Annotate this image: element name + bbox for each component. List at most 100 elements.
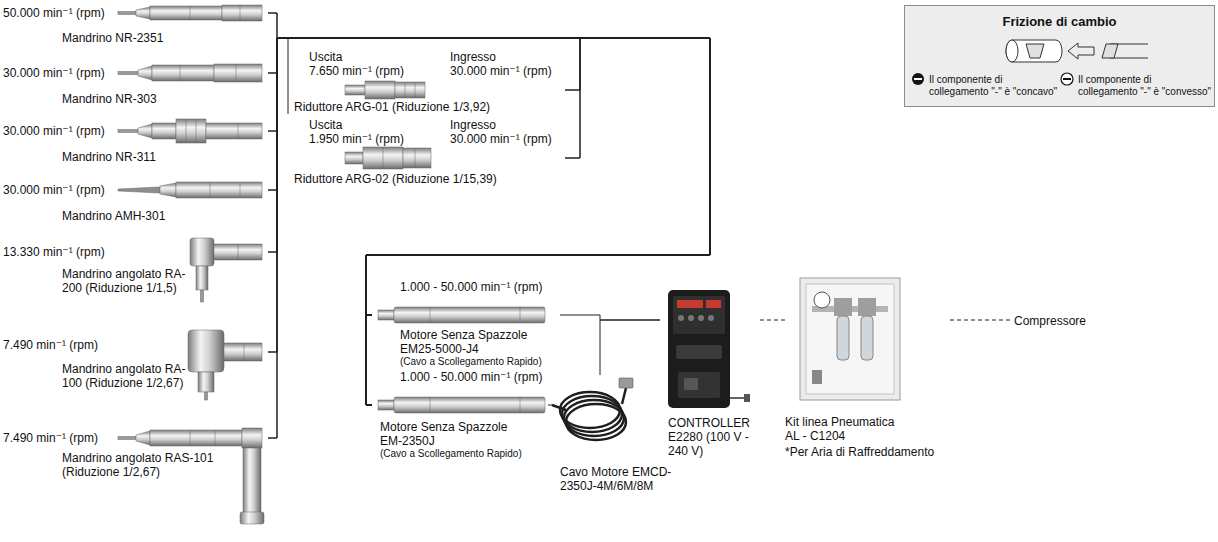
node-label: Riduttore ARG-02 (Riduzione 1/15,39) [294,172,497,186]
cable-illustration [564,400,624,436]
spindle-illustration [180,65,181,81]
angle-head-illustration [222,343,262,361]
spindle-illustration [160,183,176,197]
spindle-illustration [222,5,262,21]
node-label: Motore Senza Spazzole EM25-5000-J4 [400,328,540,356]
convex-coupling-icon [1102,44,1148,58]
node-heading: Compressore [1014,314,1086,328]
air-kit-illustration [800,278,900,400]
node-heading: 7.490 min⁻¹ (rpm) [3,431,98,445]
angle-head-illustration [136,431,150,445]
cable-illustration [622,388,626,404]
angle-head-illustration [190,238,214,266]
angle-head-illustration [238,244,239,260]
node-label: 7.650 min⁻¹ (rpm) [309,64,404,78]
angle-head-illustration [242,428,262,448]
spindle-node: 30.000 min⁻¹ (rpm)Mandrino NR-303 [0,66,268,108]
node-label: (Cavo a Scollegamento Rapido) [400,356,542,368]
connector-line [268,13,710,315]
cable-illustration [619,378,633,388]
controller-illustration [708,315,714,321]
controller-illustration [668,290,730,408]
convex-minus-icon [1063,78,1071,80]
air-line [760,320,785,321]
motor-illustration [378,307,545,323]
legend-box: Frizione di cambioIl componente di colle… [904,5,1215,107]
node-label: Ingresso [450,118,496,132]
angle-head-illustration [240,512,264,524]
concave-coupling-icon [1006,40,1062,62]
air-kit-illustration [800,278,900,400]
angle-spindle-node: 7.490 min⁻¹ (rpm) Mandrino angolato RA-10… [0,338,268,408]
angle-head-illustration [190,430,191,446]
air-kit-illustration [837,316,849,360]
node-heading: 30.000 min⁻¹ (rpm) [3,66,105,80]
arrow-symbol [1068,43,1094,59]
spindle-illustration [118,182,262,198]
node-label: Mandrino angolato RAS-101 (Riduzione 1/2… [62,451,237,479]
spindle-illustration [206,123,262,139]
reducer-frame [288,38,289,114]
motor-illustration [430,307,431,323]
reducer-illustration [345,81,425,99]
concave-minus-icon [912,73,924,85]
controller-illustration [684,378,698,390]
motor-node: 1.000 - 50.000 min⁻¹ (rpm)Motore Senza S… [372,370,548,462]
spindle-illustration [118,5,262,21]
spindle-illustration [118,12,136,15]
connector-line [268,38,710,315]
node-label: Motore Senza Spazzole EM-2350J [380,420,520,448]
spindle-illustration [214,64,262,82]
spindle-illustration [118,64,262,82]
motor-illustration [378,310,394,320]
node-heading: 13.330 min⁻¹ (rpm) [3,245,105,259]
controller-illustration [668,290,750,408]
angle-spindle-node: 13.330 min⁻¹ (rpm)Mandrino angolato RA-2… [0,245,268,297]
controller-node: CONTROLLER E2280 (100 V - 240 V) [660,288,760,460]
compressor-node: Compressore [1012,312,1108,330]
node-heading: Kit linea Pneumatica AL - C1204 [785,415,905,443]
motor-node: 1.000 - 50.000 min⁻¹ (rpm)Motore Senza S… [372,280,560,370]
node-heading: Uscita [309,118,342,132]
connector-line [548,405,552,406]
air-kit-illustration [861,316,873,360]
spindle-illustration [138,124,152,138]
controller-illustration [678,372,720,398]
spindle-illustration [118,119,262,143]
node-heading: 50.000 min⁻¹ (rpm) [3,6,105,20]
concave-coupling-icon [1006,40,1018,62]
reducer-illustration [365,81,395,99]
reducer-illustration [415,82,416,98]
connector-line [268,13,710,405]
node-heading: 7.490 min⁻¹ (rpm) [3,338,98,352]
connector-line [268,38,710,315]
spindle-illustration [150,6,222,20]
concave-coupling-icon [1006,40,1062,62]
concave-minus-icon [912,73,924,85]
air-kit-illustration [812,370,822,384]
spindle-illustration [240,5,241,21]
motor-illustration [430,397,431,413]
arrow-symbol [1068,43,1094,59]
node-label: (Cavo a Scollegamento Rapido) [380,448,522,460]
convex-minus-icon [1061,73,1073,85]
node-label: 30.000 min⁻¹ (rpm) [450,132,552,146]
node-heading: Cavo Motore EMCD-2350J-4M/6M/8M [560,465,688,493]
node-label: Mandrino angolato RA-100 (Riduzione 1/2,… [62,362,187,390]
convex-minus-icon [1061,73,1073,85]
motor-illustration [520,307,521,323]
angle-head-illustration [188,330,224,372]
spindle-illustration [240,182,241,198]
connector-line [268,38,710,315]
controller-illustration [677,300,703,308]
angle-head-illustration [201,290,204,302]
air-kit-illustration [834,298,852,316]
connector-line [268,38,710,438]
reducer-node: Uscita1.950 min⁻¹ (rpm)Ingresso30.000 mi… [292,118,565,188]
node-label: Il componente di collegamento "-" è "con… [929,74,1063,98]
controller-illustration [676,345,722,359]
node-label: Mandrino NR-2351 [62,31,163,45]
connector-line [268,38,710,352]
angle-head-illustration [212,244,262,260]
